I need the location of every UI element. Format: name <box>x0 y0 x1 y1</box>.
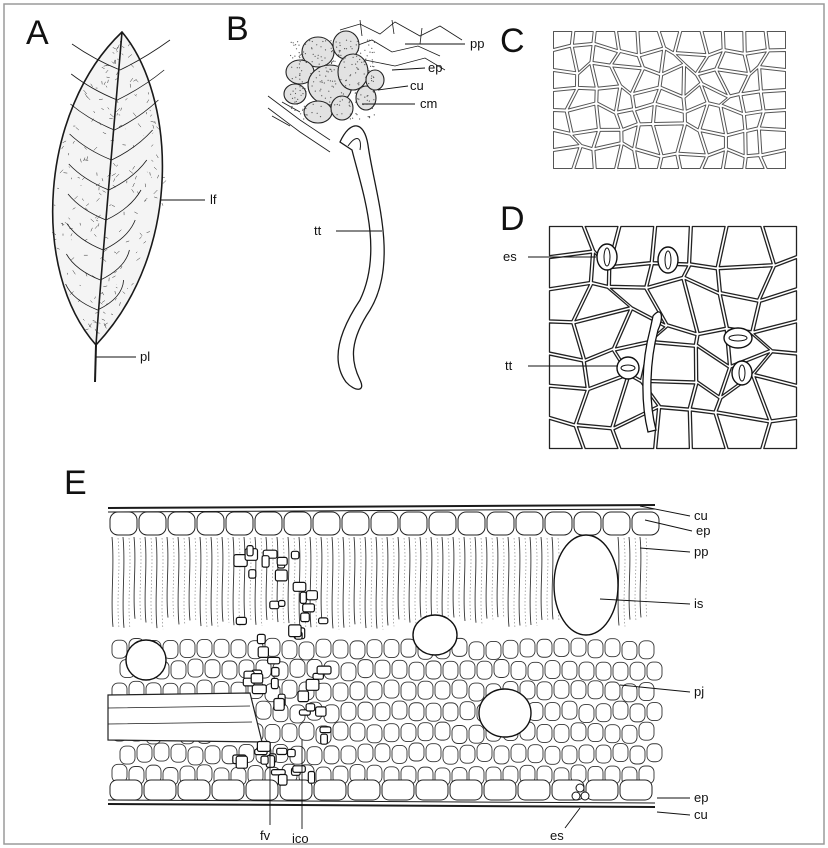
label-a-pl: pl <box>140 349 150 364</box>
label-b-cu: cu <box>410 78 424 93</box>
label-e-is: is <box>694 596 704 611</box>
label-b-cm: cm <box>420 96 437 111</box>
petiole <box>95 345 96 382</box>
panel-e: E cu ep pp is <box>64 464 710 846</box>
label-d-tt: tt <box>505 358 513 373</box>
label-a-lf: lf <box>210 192 217 207</box>
label-e-ico: ico <box>292 831 309 846</box>
panel-letter-a: A <box>26 14 49 52</box>
label-e-ep-bottom: ep <box>694 790 708 805</box>
label-e-fv: fv <box>260 828 271 843</box>
label-e-cu-top: cu <box>694 508 708 523</box>
label-e-es: es <box>550 828 564 843</box>
intercellular-space <box>413 615 457 655</box>
panel-letter-d: D <box>500 200 525 238</box>
intercellular-space-large <box>554 535 618 635</box>
label-b-ep: ep <box>428 60 442 75</box>
label-e-pj: pj <box>694 684 704 699</box>
label-b-tt: tt <box>314 223 322 238</box>
label-e-ep-top: ep <box>696 523 710 538</box>
label-d-es: es <box>503 249 517 264</box>
label-b-pp: pp <box>470 36 484 51</box>
label-e-cu-bottom: cu <box>694 807 708 822</box>
intercellular-space-lower <box>479 689 531 737</box>
panel-letter-b: B <box>226 10 249 48</box>
panel-letter-c: C <box>500 22 525 60</box>
panel-letter-e: E <box>64 464 87 502</box>
label-e-pp: pp <box>694 544 708 559</box>
intercellular-space-left <box>126 640 166 680</box>
upper-epidermis <box>110 512 659 535</box>
